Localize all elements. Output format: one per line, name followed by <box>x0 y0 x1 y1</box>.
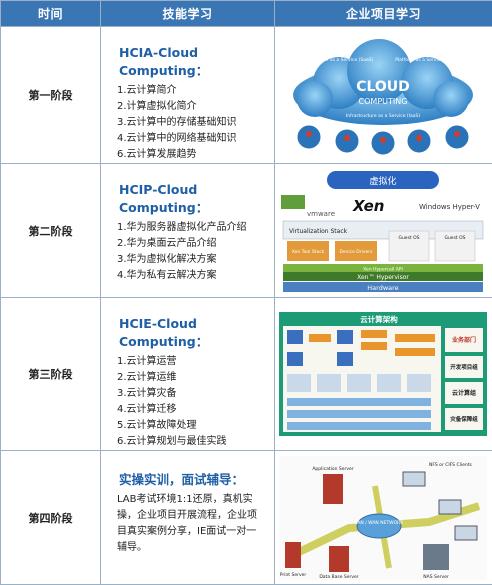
header-time: 时间 <box>1 1 101 27</box>
vmware-logo: vmware <box>307 210 335 218</box>
stage-row: 第一阶段 HCIA-Cloud Computing： 1.云计算简介 2.计算虚… <box>1 27 492 164</box>
course-item: 3.云计算中的存储基础知识 <box>117 115 268 131</box>
nas-server-label: NAS Server <box>423 574 449 580</box>
course-item: 3.华为虚拟化解决方案 <box>117 252 268 268</box>
course-list: 1.云计算简介 2.计算虚拟化简介 3.云计算中的存储基础知识 4.云计算中的网… <box>117 83 268 163</box>
stage-label: 第三阶段 <box>1 298 101 451</box>
hyperv-logo: Windows Hyper-V <box>419 203 480 211</box>
course-item: 2.华为桌面云产品介绍 <box>117 236 268 252</box>
course-item: 6.云计算发展趋势 <box>117 147 268 163</box>
device-drivers-label: Device Drivers <box>339 249 373 255</box>
xen-tool-stack-label: Xen Tool Stack <box>292 249 325 255</box>
nfs-clients-label: NFS or CIFS Clients <box>429 462 472 468</box>
course-item: 1.云计算运营 <box>117 354 268 370</box>
course-item: 2.云计算运维 <box>117 370 268 386</box>
hypercall-api-label: Xen Hypercall API <box>363 266 403 272</box>
print-server-label: Print Server <box>280 572 307 578</box>
skills-cell: 实操实训，面试辅导： LAB考试环境1:1还原，真机实操，企业项目开展流程，企业… <box>101 451 275 585</box>
virtualization-title: 虚拟化 <box>369 175 396 187</box>
course-item: 4.云计算迁移 <box>117 402 268 418</box>
app-server-label: Application Server <box>312 466 353 472</box>
course-list: 1.云计算运营 2.云计算运维 3.云计算灾备 4.云计算迁移 5.云计算故障处… <box>117 354 268 450</box>
course-list: 1.华为服务器虚拟化产品介绍 2.华为桌面云产品介绍 3.华为虚拟化解决方案 4… <box>117 220 268 284</box>
project-image-cell: 虚拟化 vmware Xen Windows Hyper-V Virtualiz… <box>275 164 492 298</box>
stage-label: 第二阶段 <box>1 164 101 298</box>
course-title: 实操实训，面试辅导： <box>119 469 268 488</box>
course-title: HCIA-Cloud Computing： <box>119 45 268 79</box>
saas-text: Software as a Service (SaaS) <box>309 57 374 63</box>
db-server-label: Data Base Server <box>319 574 358 580</box>
course-title: HCIP-Cloud Computing： <box>119 182 268 216</box>
project-image-cell: CLOUD COMPUTING Software as a Service (S… <box>275 27 492 164</box>
paas-text: Platform as a Service (PaaS) <box>395 57 459 63</box>
course-item: 2.计算虚拟化简介 <box>117 99 268 115</box>
course-item: 5.云计算故障处理 <box>117 418 268 434</box>
stage-row: 第二阶段 HCIP-Cloud Computing： 1.华为服务器虚拟化产品介… <box>1 164 492 298</box>
course-item: 1.华为服务器虚拟化产品介绍 <box>117 220 268 236</box>
cloud-text: CLOUD <box>356 79 410 95</box>
network-label: LAN / WAN NETWORK <box>355 520 405 526</box>
computing-text: COMPUTING <box>359 97 408 106</box>
dr-team-label: 灾备保障组 <box>450 415 478 423</box>
cloud-computing-image: CLOUD COMPUTING Software as a Service (S… <box>279 33 487 157</box>
course-item: 4.云计算中的网络基础知识 <box>117 131 268 147</box>
xen-logo: Xen <box>352 197 384 215</box>
course-description: LAB考试环境1:1还原，真机实操，企业项目开展流程，企业项目真实案例分享，IE… <box>117 492 268 556</box>
header-skills: 技能学习 <box>101 1 275 27</box>
skills-cell: HCIP-Cloud Computing： 1.华为服务器虚拟化产品介绍 2.华… <box>101 164 275 298</box>
xen-hypervisor-label: Xen™ Hypervisor <box>357 274 409 281</box>
iaas-text: Infrastructure as a Service (IaaS) <box>346 113 420 119</box>
course-item: 1.云计算简介 <box>117 83 268 99</box>
architecture-title: 云计算架构 <box>360 314 398 324</box>
course-item: 6.云计算规划与最佳实践 <box>117 434 268 450</box>
lab-network-image: LAN / WAN NETWORK Application Server NFS… <box>279 456 487 580</box>
stage-row: 第四阶段 实操实训，面试辅导： LAB考试环境1:1还原，真机实操，企业项目开展… <box>1 451 492 585</box>
guest-os-label: Guest OS <box>444 235 465 241</box>
dev-team-label: 开发项目组 <box>450 363 478 371</box>
hardware-label: Hardware <box>367 284 398 292</box>
project-image-cell: 云计算架构 <box>275 298 492 451</box>
header-row: 时间 技能学习 企业项目学习 <box>1 1 492 27</box>
project-image-cell: LAN / WAN NETWORK Application Server NFS… <box>275 451 492 585</box>
course-title: HCIE-Cloud Computing： <box>119 316 268 350</box>
stage-row: 第三阶段 HCIE-Cloud Computing： 1.云计算运营 2.云计算… <box>1 298 492 451</box>
course-item: 3.云计算灾备 <box>117 386 268 402</box>
cloud-architecture-image: 云计算架构 <box>279 312 487 436</box>
cloud-team-label: 云计算组 <box>452 389 476 397</box>
skills-cell: HCIA-Cloud Computing： 1.云计算简介 2.计算虚拟化简介 … <box>101 27 275 164</box>
header-projects: 企业项目学习 <box>275 1 492 27</box>
skills-cell: HCIE-Cloud Computing： 1.云计算运营 2.云计算运维 3.… <box>101 298 275 451</box>
course-item: 4.华为私有云解决方案 <box>117 268 268 284</box>
virtualization-image: 虚拟化 vmware Xen Windows Hyper-V Virtualiz… <box>279 169 487 293</box>
guest-os-label: Guest OS <box>398 235 419 241</box>
business-dept-label: 业务部门 <box>452 336 476 344</box>
stage-label: 第一阶段 <box>1 27 101 164</box>
stage-label: 第四阶段 <box>1 451 101 585</box>
virtualization-stack-label: Virtualization Stack <box>289 228 348 235</box>
